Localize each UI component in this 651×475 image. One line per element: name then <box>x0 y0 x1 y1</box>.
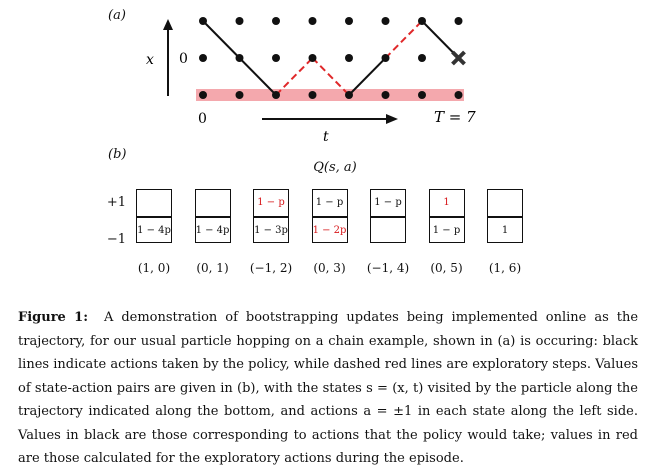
lattice-dot <box>418 91 426 99</box>
figure-1: (a) x 0 0 t T = 7 (b) Q(s, a) +1 −1 1 − … <box>106 8 523 275</box>
x-axis-arrowhead <box>163 19 173 30</box>
lattice-dot <box>345 17 353 25</box>
x-axis-label: t <box>323 129 329 145</box>
cell-divider <box>312 216 347 218</box>
cell-divider <box>371 216 405 218</box>
action-label-minus: −1 <box>106 232 126 247</box>
lattice-dot <box>381 17 390 25</box>
lattice-dot <box>308 91 317 99</box>
q-cell: 1 <box>487 189 523 243</box>
lattice-dot <box>308 17 317 25</box>
exploratory-step-line <box>384 20 423 59</box>
end-cross-marker <box>451 50 466 66</box>
q-value-plus: 1 − p <box>257 197 285 208</box>
policy-step-line <box>348 57 387 96</box>
lattice-dots <box>199 17 463 99</box>
q-value-minus: 1 − 4p <box>195 225 230 236</box>
x-tick-zero: 0 <box>198 111 207 127</box>
panel-b-label: (b) <box>108 147 127 162</box>
lattice-dot <box>418 17 426 25</box>
q-value-minus: 1 − p <box>432 225 461 236</box>
lattice-dot <box>418 54 426 62</box>
lattice-dot <box>235 54 244 62</box>
q-value-minus: 1 − 4p <box>137 225 171 236</box>
lattice-dot <box>199 91 207 99</box>
cell-divider <box>254 216 288 218</box>
q-cell: 1 − 4p <box>136 189 172 243</box>
q-cell: 1 − p 1 − 2p <box>311 189 348 243</box>
lattice-dot <box>308 54 317 62</box>
lattice-dot <box>381 91 390 99</box>
lattice-dot <box>345 91 353 99</box>
x-zero-band <box>196 89 464 101</box>
state-label: (−1, 4) <box>366 261 410 275</box>
q-cell: 1 − 4p <box>194 189 231 243</box>
lattice-dot <box>272 91 280 99</box>
lattice-dot <box>381 54 390 62</box>
state-label: (0, 3) <box>313 261 346 275</box>
q-table-title: Q(s, a) <box>313 160 357 175</box>
figure-caption: Figure 1: A demonstration of bootstrappi… <box>18 306 638 471</box>
q-value-plus: 1 <box>443 197 450 208</box>
lattice-dot <box>199 54 207 62</box>
y-axis-label: x <box>146 52 154 68</box>
cell-divider <box>488 216 522 218</box>
trajectory-lines <box>202 20 460 96</box>
y-tick-zero: 0 <box>179 51 188 67</box>
state-label: (0, 1) <box>196 261 229 275</box>
q-cell: 1 1 − p <box>428 189 465 243</box>
end-time-label: T = 7 <box>434 108 476 126</box>
cell-divider <box>429 216 464 218</box>
lattice-dot <box>345 54 353 62</box>
action-label-plus: +1 <box>106 195 126 210</box>
q-value-minus: 1 − 2p <box>312 225 347 236</box>
policy-step-line <box>421 20 460 59</box>
t-axis-arrowhead <box>386 114 398 124</box>
panel-a-label: (a) <box>108 8 126 23</box>
lattice-dot <box>454 91 463 99</box>
cell-divider <box>137 216 171 218</box>
q-value-plus: 1 − p <box>374 197 402 208</box>
lattice-dot <box>199 17 207 25</box>
state-label: (1, 0) <box>137 261 171 275</box>
q-value-minus: 1 − 3p <box>254 225 288 236</box>
end-cross-stroke <box>451 50 466 66</box>
q-cell: 1 − p <box>370 189 406 243</box>
caption-text: A demonstration of bootstrapping updates… <box>18 310 639 466</box>
q-value-minus: 1 <box>501 225 509 236</box>
state-label: (−1, 2) <box>249 261 293 275</box>
lattice-dot <box>454 17 463 25</box>
exploratory-step-line <box>275 57 314 96</box>
lattice-dot <box>235 91 244 99</box>
caption-label: Figure 1: <box>18 310 89 325</box>
lattice-dot <box>235 17 244 25</box>
q-cell: 1 − p 1 − 3p <box>253 189 289 243</box>
q-value-plus: 1 − p <box>315 197 344 208</box>
state-label: (0, 5) <box>430 261 463 275</box>
policy-step-line <box>238 57 277 96</box>
cell-divider <box>195 216 230 218</box>
lattice-dot <box>272 17 280 25</box>
exploratory-step-line <box>311 57 350 96</box>
lattice-dot <box>272 54 280 62</box>
policy-step-line <box>202 20 241 59</box>
state-label: (1, 6) <box>488 261 522 275</box>
trajectory-plot: x 0 0 t T = 7 <box>146 17 476 145</box>
